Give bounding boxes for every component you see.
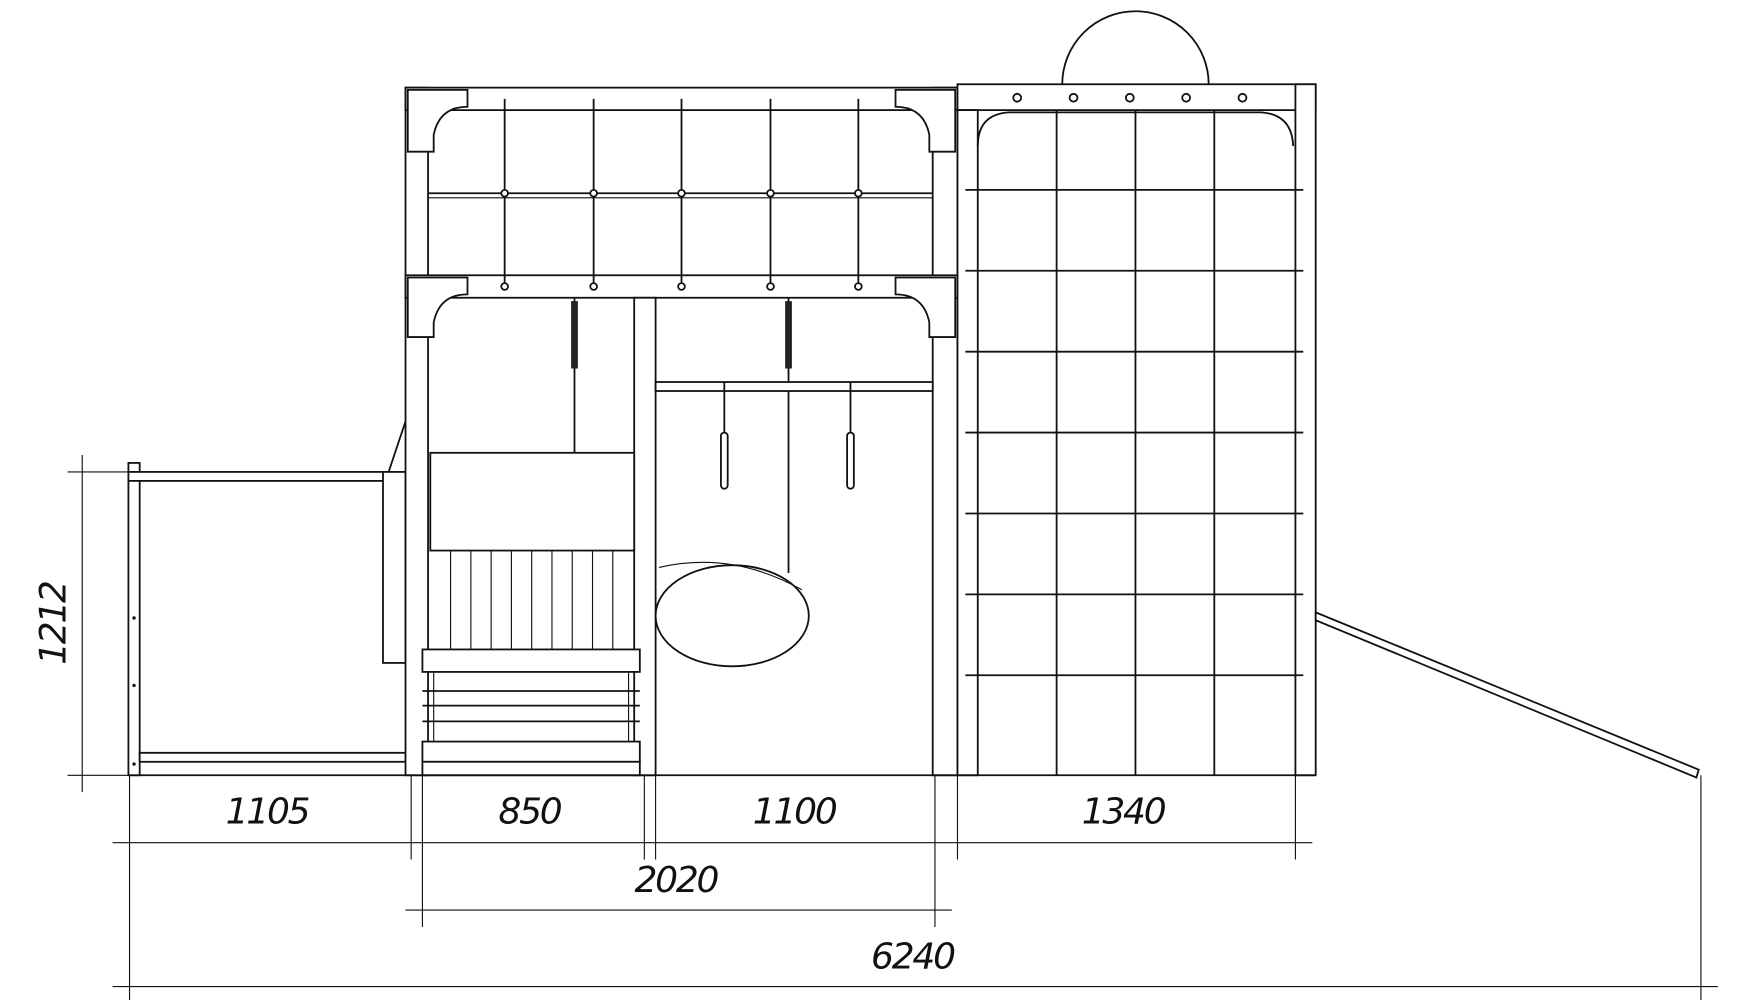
dim-6240: 6240 xyxy=(871,937,955,978)
corner-brackets xyxy=(406,88,957,338)
rope-net xyxy=(965,110,1304,776)
ladder xyxy=(421,648,641,777)
nest-swing xyxy=(654,564,810,668)
climbing-net-section xyxy=(956,10,1700,779)
main-tower xyxy=(404,86,959,777)
dim-850: 850 xyxy=(498,792,561,833)
gymnastic-rings xyxy=(720,382,855,490)
dome xyxy=(1061,10,1210,85)
slatted-wall xyxy=(450,550,614,650)
dim-2020: 2020 xyxy=(635,860,719,901)
slide xyxy=(1314,611,1700,779)
dim-height-1212: 1212 xyxy=(33,582,74,665)
dim-1100: 1100 xyxy=(753,792,837,833)
left-platform xyxy=(127,421,407,777)
dim-1340: 1340 xyxy=(1082,792,1166,833)
monkey-bars xyxy=(500,98,863,291)
dim-1105: 1105 xyxy=(226,792,309,833)
dimension-lines xyxy=(67,455,1718,1000)
